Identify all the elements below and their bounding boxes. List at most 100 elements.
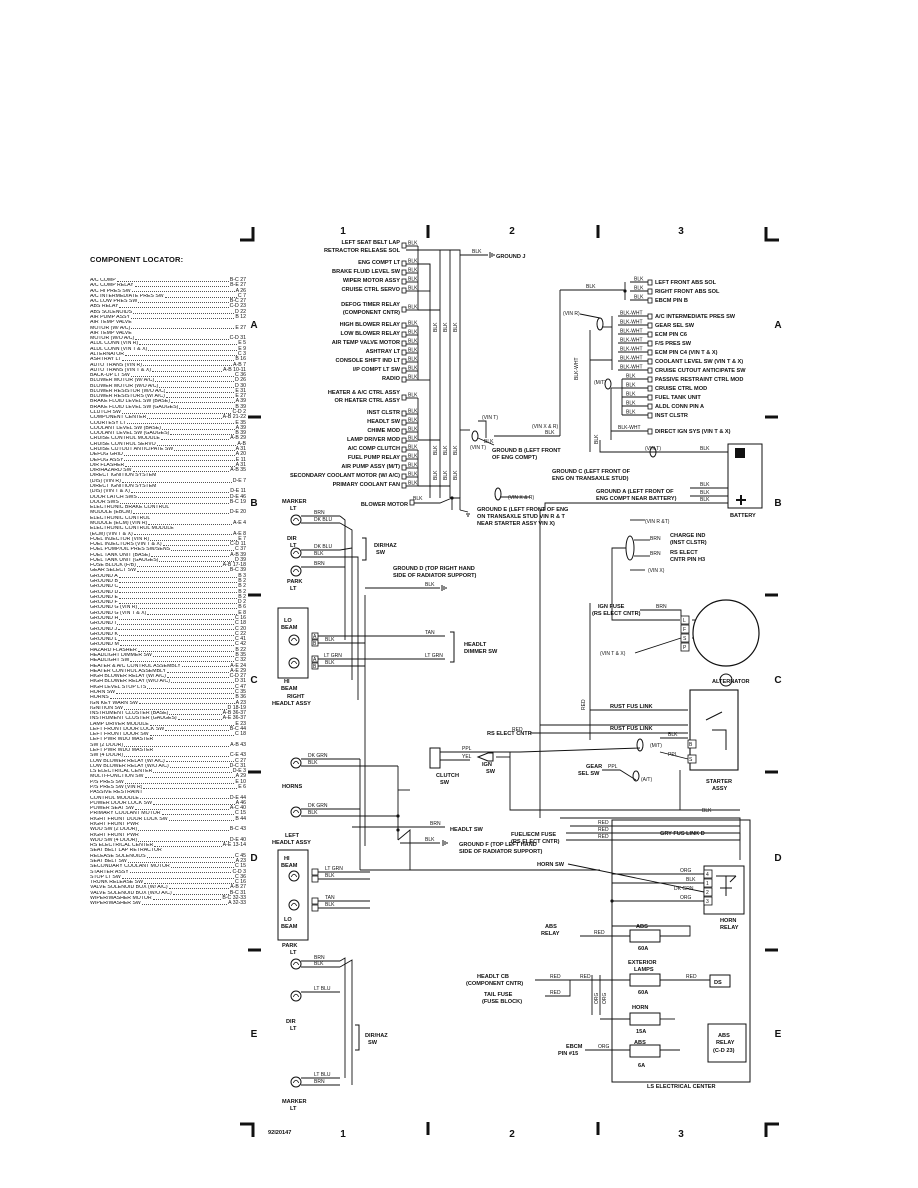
leader-dots: [169, 764, 229, 768]
locator-entry-ref: A-B 17-18: [222, 562, 246, 569]
wire-color: BLK: [626, 374, 636, 380]
leader-dots: [137, 648, 235, 652]
bulb-icon: [290, 990, 302, 1002]
locator-entry-name: A/C HI PRES SW: [90, 288, 131, 294]
locator-entry-ref: A-E 24: [230, 662, 246, 669]
row-label: D: [250, 853, 257, 864]
wire-color: BLK: [408, 305, 418, 311]
ign-sw-icon: [476, 752, 494, 762]
wire-color: BRN: [314, 1079, 325, 1085]
connector-pin: [647, 297, 653, 304]
headlt-box: [277, 607, 309, 679]
component-label: LEFT SEAT BELT LAP: [341, 240, 400, 246]
connector-pin: [680, 615, 690, 625]
wire-color: BLK: [472, 249, 482, 255]
component-label: SW: [440, 780, 450, 786]
component-label: ASSY: [712, 786, 728, 792]
locator-entry: FUEL TANK UNIT (GAUGES)D 39: [90, 557, 246, 563]
locator-entry: AIR TEMP VALVE: [90, 331, 246, 336]
locator-entry-ref: B-E 27: [230, 282, 246, 289]
locator-entry-name: PRIMARY COOLANT MOTOR: [90, 811, 161, 817]
leader-dots: [147, 611, 238, 615]
locator-entry: MODULE (EBCM)D-E 20: [90, 510, 246, 516]
wire-color: RED: [598, 834, 609, 840]
locator-entry-ref: D-E 3: [232, 768, 246, 775]
locator-entry-name: DEFOG GRID: [90, 452, 123, 458]
locator-entry-name: CRUISE CUTOUT ANTICIPATE SW: [90, 447, 174, 452]
locator-entry: ELECTRONIC CONTROL: [90, 516, 246, 521]
locator-entry-name: RIGHT FRONT PWR: [90, 821, 139, 827]
locator-entry-ref: B-C 44: [229, 725, 246, 732]
locator-entry: ALDL CONN (VIN T & X)E 9: [90, 346, 246, 352]
component-label: CRUISE CTRL SERVO: [341, 287, 400, 293]
component-label: EBCM: [566, 1044, 583, 1050]
splice-clip: [596, 317, 604, 331]
component-label: LT: [290, 543, 297, 549]
fuse-rating: 60A: [638, 990, 648, 996]
row-label: A: [774, 320, 781, 331]
wire: [339, 959, 353, 1085]
component-label: IGN FUSE: [598, 604, 625, 610]
locator-entry-name: WIPER/WASHER MOTOR: [90, 895, 152, 901]
leader-dots: [168, 885, 230, 890]
locator-entry: WDO SW (4 DOOR)D-E 40: [90, 837, 246, 843]
battery-terminal-neg: [735, 448, 745, 458]
ground-label: GROUND E (LEFT FRONT OF ENG: [477, 507, 568, 513]
locator-entry-ref: C-D 2: [232, 409, 246, 416]
leader-dots: [149, 722, 235, 726]
component-label: HEADLT: [464, 642, 487, 648]
locator-entry-ref: B 2: [238, 588, 246, 595]
fuse-rating: 15A: [636, 1029, 646, 1035]
locator-entry-ref: C-D 27: [229, 673, 246, 680]
locator-entry-ref: E 10: [235, 778, 246, 785]
leader-dots: [149, 732, 235, 737]
leader-dots: [152, 368, 223, 372]
leader-dots: [154, 843, 222, 847]
splice-dot: [610, 899, 614, 903]
connector-pin: [647, 428, 653, 435]
leader-dots: [146, 854, 235, 858]
leader-dots: [118, 574, 238, 578]
leader-dots: [142, 363, 233, 367]
battery-minus: −: [737, 453, 741, 459]
locator-entry-name: BRAKE FLUID LEVEL SW (GAUGES): [90, 404, 179, 410]
wire-color: RED: [581, 699, 587, 710]
filament: [290, 660, 298, 665]
component-label: (RS ELECT CNTR): [592, 611, 641, 617]
component-label: BEAM: [281, 924, 298, 930]
leader-dots: [138, 605, 238, 610]
wire-color: RED: [550, 990, 561, 996]
wire: [509, 752, 681, 811]
row-label: B: [774, 498, 781, 509]
fuse-rating: 60A: [638, 946, 648, 952]
wire: [599, 440, 650, 453]
wire-color: BLK: [484, 439, 494, 445]
wire-color: BLK: [408, 321, 418, 327]
connector-pin: [409, 499, 415, 506]
alternator-icon: [692, 599, 760, 667]
connector-pin: [647, 340, 653, 347]
locator-entry-name: LEFT PWR WDO MASTER: [90, 748, 154, 754]
leader-dots: [119, 584, 238, 589]
pin-label: 2: [706, 890, 709, 896]
connector-pin: [401, 437, 407, 444]
wire-color: ORG: [602, 993, 608, 1005]
wire: [560, 817, 741, 860]
wire-color: BLK: [408, 286, 418, 292]
locator-entry-name: DIRECT IGNITION SYSTEM: [90, 473, 157, 479]
wire-color: BLK: [545, 430, 555, 436]
locator-entry-name: CRUISE CONTROL MODULE: [90, 436, 160, 442]
filament: [292, 993, 300, 998]
locator-entry-name: SW (4 DOOR): [90, 753, 124, 759]
component-label: CRUISE CTRL MOD: [655, 386, 707, 392]
component-label: FUEL/ECM FUSE: [511, 832, 556, 838]
